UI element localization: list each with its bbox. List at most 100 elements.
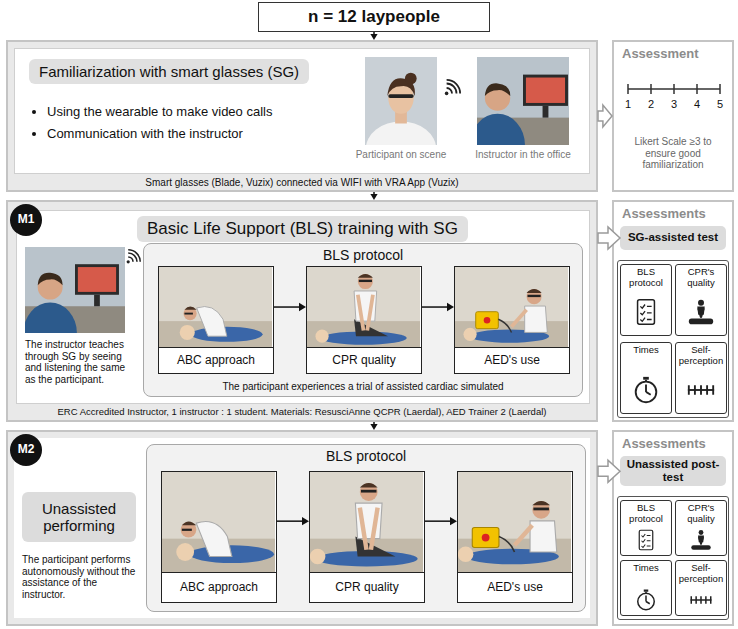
measure-box: CPR's quality: [675, 264, 727, 336]
content-box: Familiarization with smart glasses (SG)U…: [14, 48, 590, 174]
connector-line: [422, 306, 448, 308]
measure-box: BLS protocol: [620, 500, 672, 556]
scale-number: 1: [620, 98, 636, 111]
arrow-head: [370, 424, 377, 430]
step-label: ABC approach: [177, 354, 255, 368]
instructor-note: The instructor teaches through SG by see…: [25, 339, 135, 385]
panel-heading: Assessment: [622, 47, 699, 62]
cprico-drawing: [689, 528, 713, 552]
check-drawing: [634, 528, 658, 552]
arrow-head: [302, 517, 309, 525]
connector: [425, 517, 457, 525]
office-illustration: [25, 247, 125, 333]
text-slot: BLS protocol: [622, 267, 670, 289]
text-slot: Assessments: [622, 437, 706, 452]
content-box: Basic Life Support (BLS) training with S…: [16, 210, 590, 404]
measure-box: Times: [620, 342, 672, 414]
step-label: ABC approach: [180, 581, 258, 595]
wifi-illustration: [443, 79, 461, 97]
module-panel: ERC Accredited Instructor, 1 instructor …: [6, 200, 598, 422]
cprico-illustration: [686, 297, 716, 327]
text-slot: CPR's quality: [677, 503, 725, 525]
module-badge: M1: [10, 204, 42, 236]
likert-illustration: [622, 82, 726, 96]
connector: [370, 192, 377, 200]
node-text: SG-assisted test: [628, 231, 718, 244]
test-box: SG-assisted test: [620, 226, 726, 250]
measure-box: Self-perception: [675, 560, 727, 616]
cprico-illustration: [689, 528, 713, 552]
connector: [274, 303, 306, 311]
scale-number: 2: [643, 98, 659, 111]
protocol-box: BLS protocolThe participant experiences …: [143, 243, 583, 397]
connector-line: [373, 32, 375, 35]
text-slot: CPR quality: [307, 347, 421, 373]
aed-illustration: [458, 472, 571, 572]
section-title: Basic Life Support (BLS) training with S…: [137, 216, 468, 242]
measure-box: CPR's quality: [675, 500, 727, 556]
step-label: AED's use: [487, 581, 543, 595]
timer-drawing: [631, 375, 661, 405]
office-drawing: [25, 247, 125, 333]
assessment-panel: AssessmentsSG-assisted testBLS protocol C…: [612, 200, 734, 422]
step-box: AED's use: [457, 471, 573, 603]
check-illustration: [634, 528, 658, 552]
cpr-drawing: [307, 267, 420, 347]
text-slot: CPR's quality: [677, 267, 725, 289]
text-slot: The instructor teaches through SG by see…: [25, 339, 135, 385]
text-slot: Instructor in the office: [465, 149, 581, 161]
text-slot: BLS protocol: [144, 247, 582, 263]
assessment-panel: AssessmentLikert Scale ≥3 to ensure good…: [612, 40, 734, 192]
text-slot: Assessments: [622, 207, 706, 222]
scale-note: Likert Scale ≥3 to ensure good familiari…: [620, 136, 726, 171]
measure-label: Self-perception: [677, 563, 725, 585]
arrow-head: [450, 517, 457, 525]
aed-illustration: [455, 267, 568, 347]
protocol-box: BLS protocolABC approachCPR qualityAED's…: [146, 444, 586, 612]
cpr-drawing: [310, 472, 423, 572]
group-note: The participant experiences a trial of a…: [144, 381, 582, 393]
arrow-head: [299, 303, 306, 311]
text-slot: Smart glasses (Blade, Vuzix) connected v…: [8, 177, 596, 189]
step-label: AED's use: [484, 354, 540, 368]
measure-box: Times: [620, 560, 672, 616]
scale-illustration: [686, 375, 716, 405]
bullet-item: Communication with the instructor: [47, 127, 351, 142]
text-slot: Familiarization with smart glasses (SG): [29, 59, 359, 84]
timer-illustration: [634, 588, 658, 612]
scale-number-slot: 1: [620, 98, 636, 111]
text-slot: ABC approach: [162, 572, 276, 602]
cpr-illustration: [307, 267, 420, 347]
connector: [370, 32, 377, 40]
text-slot: Basic Life Support (BLS) training with S…: [137, 216, 468, 242]
text-slot: AED's use: [455, 347, 569, 373]
node-text: M2: [18, 443, 35, 457]
abc-drawing: [159, 267, 272, 347]
aed-drawing: [458, 472, 571, 572]
text-slot: The participant performs autonomously wi…: [22, 554, 136, 600]
node-text: Unassisted post-test: [623, 458, 723, 484]
test-box: Unassisted post-test: [620, 456, 726, 486]
assessment-panel: AssessmentsUnassisted post-testBLS proto…: [612, 430, 734, 626]
connector-line: [274, 306, 300, 308]
wifi-drawing: [443, 79, 461, 97]
text-slot: Assessment: [622, 47, 699, 62]
wifi-illustration: [125, 249, 141, 265]
step-label: CPR quality: [332, 354, 395, 368]
panel-heading: Assessments: [622, 207, 706, 222]
measure-label: BLS protocol: [622, 267, 670, 289]
materials-note: ERC Accredited Instructor, 1 instructor …: [8, 407, 596, 418]
cprico-drawing: [686, 297, 716, 327]
step-box: ABC approach: [158, 266, 274, 374]
scale-number: 3: [666, 98, 682, 111]
connector: [422, 303, 454, 311]
person-illustration: [365, 57, 437, 145]
node-text: Unassisted performing: [28, 500, 130, 535]
measure-label: BLS protocol: [622, 503, 670, 525]
node-text: M1: [18, 213, 35, 227]
connector: [370, 422, 377, 430]
text-slot: Times: [622, 563, 670, 574]
text-slot: The participant experiences a trial of a…: [144, 381, 582, 393]
aed-drawing: [455, 267, 568, 347]
